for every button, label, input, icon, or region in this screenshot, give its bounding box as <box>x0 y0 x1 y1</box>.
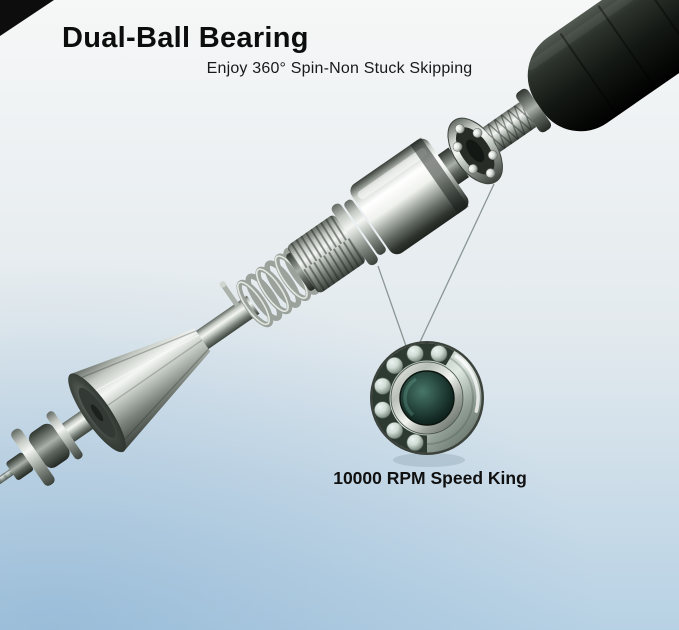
bearing-caption: 10000 RPM Speed King <box>333 468 527 488</box>
ring-highlight <box>454 354 480 413</box>
foam-handle <box>526 0 679 132</box>
bearing-bore <box>400 371 454 425</box>
subtitle: Enjoy 360° Spin-Non Stuck Skipping <box>206 60 473 77</box>
threaded-collar <box>286 215 365 293</box>
adjust-pin <box>221 284 240 308</box>
leader-lines <box>377 183 495 347</box>
leader-line-right <box>419 183 495 343</box>
cone-connector <box>68 328 211 453</box>
bearing-ball <box>385 421 403 439</box>
bearing-ball <box>374 401 392 419</box>
bearing-ball <box>374 377 392 395</box>
ball-bearing-closeup <box>370 341 484 467</box>
bearing-housing <box>350 137 470 255</box>
leader-line-left <box>377 265 407 347</box>
center-shaft <box>195 281 260 350</box>
steel-cable <box>0 464 21 580</box>
bearing-shadow <box>393 453 465 467</box>
housing-neck <box>437 147 470 185</box>
bearing-ball <box>430 345 448 363</box>
knurled-shaft <box>483 88 552 152</box>
bearing-ball <box>406 345 424 363</box>
corner-object <box>0 0 54 36</box>
page-title: Dual-Ball Bearing <box>62 22 309 55</box>
teal-tint <box>373 344 481 452</box>
bearing-ball <box>406 433 424 451</box>
bearing-ball <box>385 356 403 374</box>
flange-discs <box>331 199 386 266</box>
